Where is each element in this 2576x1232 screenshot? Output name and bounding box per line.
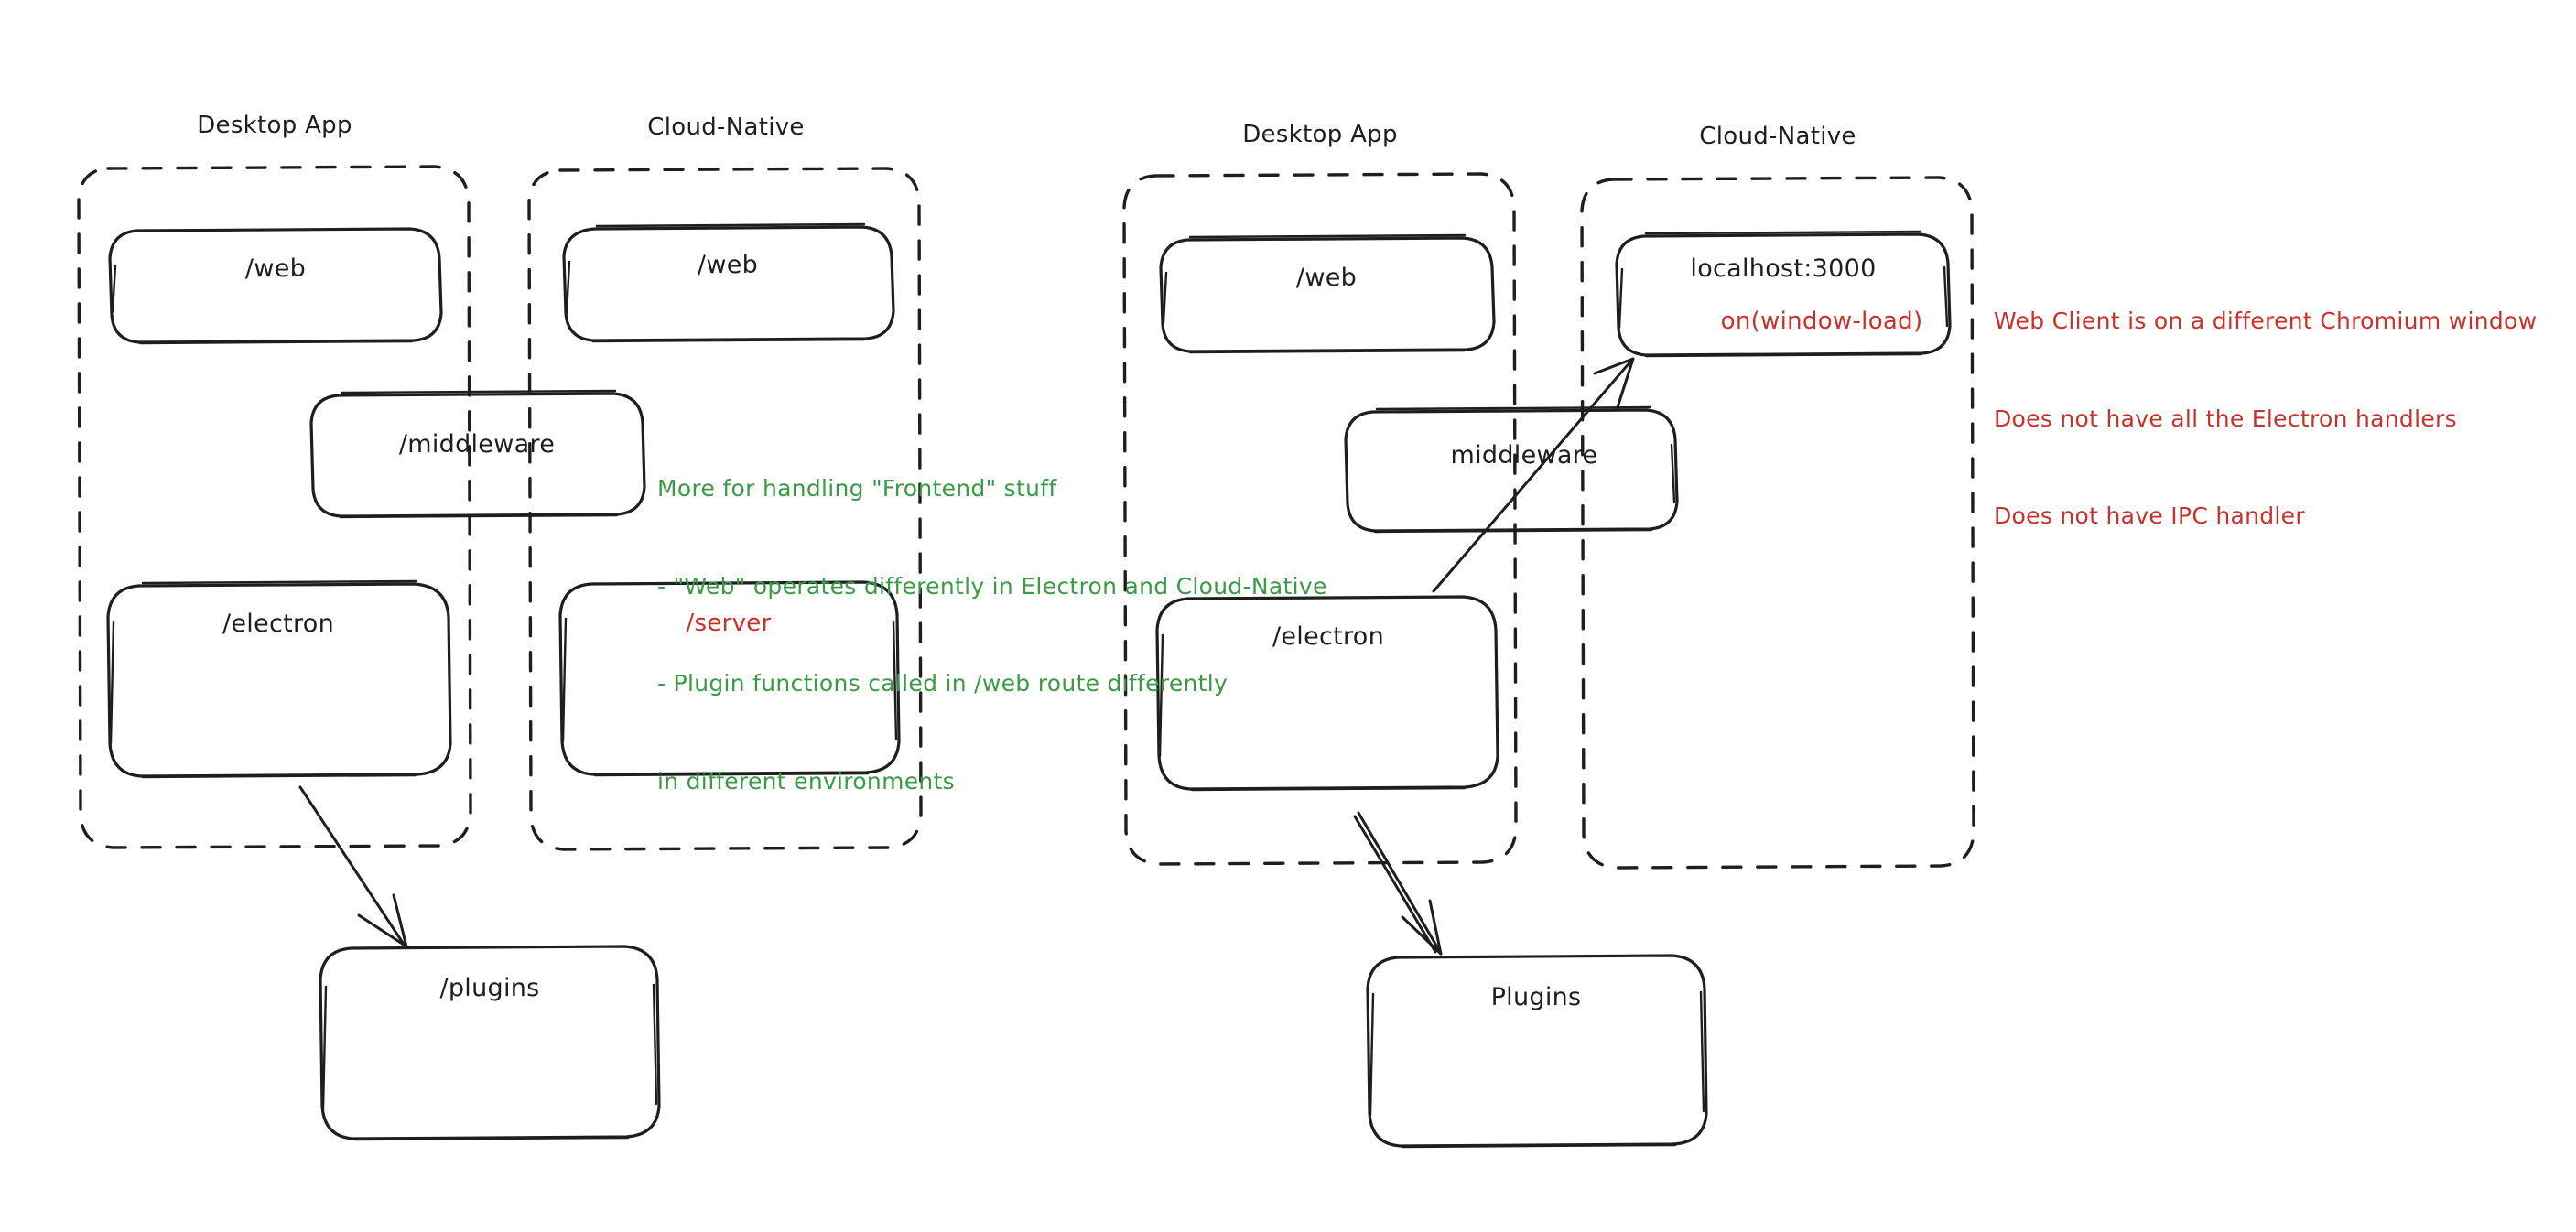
green-note-line-4: in different environments [657, 767, 955, 794]
right-middleware-box [1344, 405, 1679, 534]
left-desktop-web-box [108, 227, 443, 345]
right-localhost-label: localhost:3000 [1690, 254, 1877, 283]
green-note-line-1: More for handling "Frontend" stuff [657, 475, 1057, 502]
green-note-line-3: - Plugin functions called in /web route … [657, 670, 1228, 697]
right-plugins-box [1366, 954, 1708, 1149]
left-electron-label: /electron [222, 610, 335, 638]
right-on-window-load-label: on(window-load) [1720, 308, 1923, 335]
left-desktop-web-label: /web [244, 254, 307, 283]
left-server-label: /server [686, 610, 772, 637]
left-cloud-web-box [562, 222, 895, 343]
right-electron-label: /electron [1272, 622, 1385, 651]
red-note-line-3: Does not have IPC handler [1994, 503, 2305, 529]
left-cloud-native-container [527, 167, 923, 851]
right-desktop-app-title: Desktop App [1242, 121, 1398, 148]
right-electron-to-localhost-arrow [1432, 357, 1635, 593]
right-middleware-label: middleware [1450, 441, 1598, 470]
right-desktop-web-label: /web [1295, 264, 1358, 292]
left-cloud-server-box [558, 580, 901, 777]
green-note-line-2: - "Web" operates differently in Electron… [657, 572, 1327, 600]
left-middleware-label: /middleware [398, 430, 556, 459]
right-localhost-box [1615, 230, 1952, 358]
red-note-line-1: Web Client is on a different Chromium wi… [1994, 308, 2538, 334]
right-cloud-native-title: Cloud-Native [1699, 123, 1856, 150]
right-desktop-electron-box [1155, 595, 1499, 792]
left-desktop-app-title: Desktop App [197, 112, 352, 139]
right-cloud-native-container [1580, 176, 1975, 870]
left-middleware-box [309, 389, 646, 519]
green-annotation-note: More for handling "Frontend" stuff - "We… [657, 407, 1327, 862]
left-plugins-label: /plugins [439, 974, 540, 1002]
red-annotation-note: Web Client is on a different Chromium wi… [1994, 240, 2537, 598]
right-electron-to-plugins-arrow [1353, 811, 1443, 956]
left-cloud-native-title: Cloud-Native [647, 113, 805, 141]
left-electron-to-plugins-arrow [298, 785, 408, 948]
left-plugins-box [319, 945, 661, 1141]
right-desktop-web-box [1159, 233, 1496, 354]
right-plugins-label: Plugins [1490, 983, 1582, 1011]
left-desktop-electron-box [106, 579, 452, 779]
left-cloud-web-label: /web [697, 251, 759, 279]
right-desktop-app-container [1122, 172, 1518, 866]
red-note-line-2: Does not have all the Electron handlers [1994, 405, 2457, 432]
left-desktop-app-container [77, 165, 472, 849]
